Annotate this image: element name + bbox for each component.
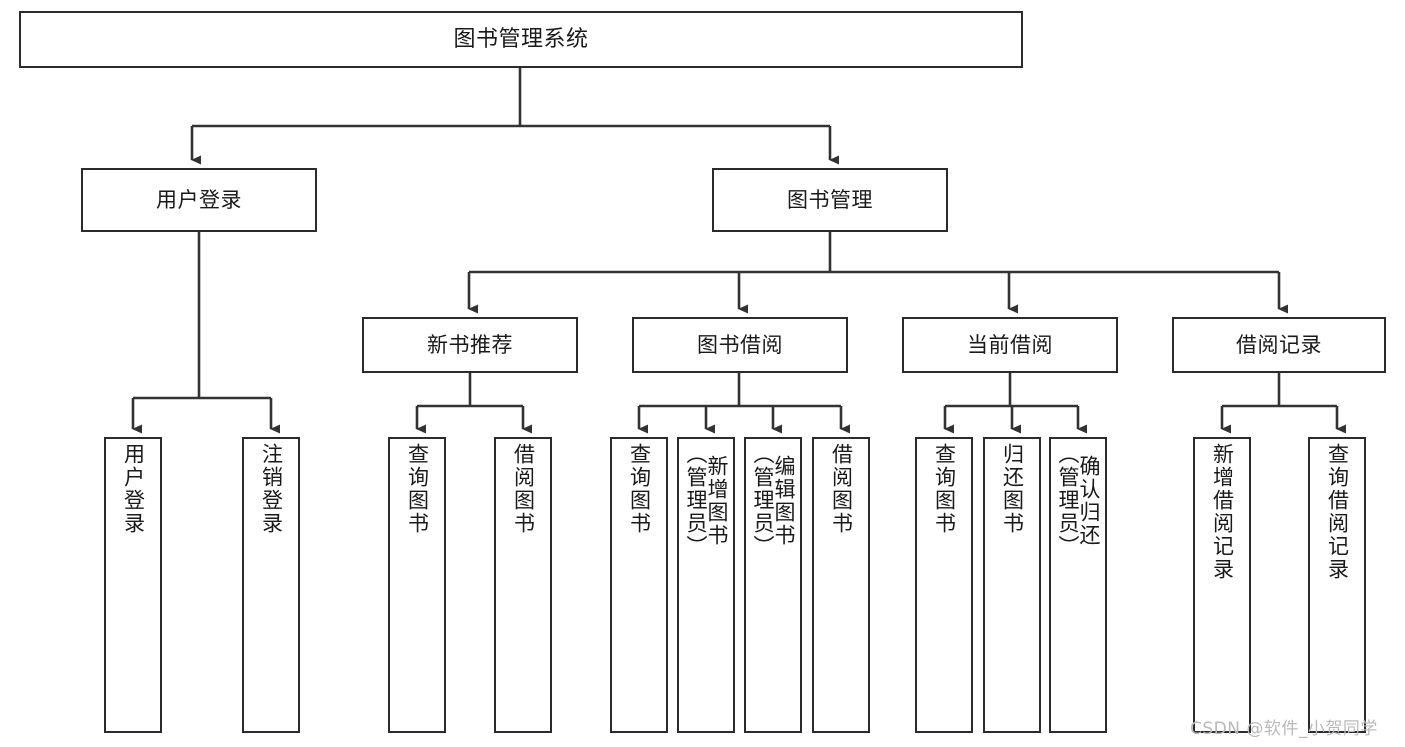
csdn-watermark: CSDN @软件_小贺同学 [1190, 719, 1378, 739]
node-book-borrow-label: 图书借阅 [697, 332, 783, 357]
leaf-recommend-borrow-book-label: 借阅图书 [511, 443, 536, 535]
leaf-borrow-add-book-admin-label: 新增图书 （管理员） [684, 443, 729, 558]
node-book-manage-label: 图书管理 [787, 187, 873, 212]
leaf-current-query-book-label: 查询图书 [932, 443, 957, 535]
node-borrow-record-label: 借阅记录 [1236, 332, 1322, 357]
node-root-system-label: 图书管理系统 [453, 26, 589, 52]
leaf-borrow-query-book[interactable]: 查询图书 [610, 437, 668, 733]
leaf-record-search-label: 查询借阅记录 [1325, 443, 1350, 581]
leaf-current-confirm-return-admin[interactable]: 确认归还 （管理员） [1049, 437, 1107, 733]
leaf-borrow-query-book-label: 查询图书 [627, 443, 652, 535]
node-current-borrow-label: 当前借阅 [967, 332, 1053, 357]
leaf-borrow-edit-book-admin-label: 编辑图书 （管理员） [751, 443, 796, 558]
leaf-record-add[interactable]: 新增借阅记录 [1193, 437, 1251, 733]
leaf-record-add-label: 新增借阅记录 [1210, 443, 1235, 581]
leaf-user-login[interactable]: 用户登录 [104, 437, 162, 733]
leaf-current-confirm-return-admin-label: 确认归还 （管理员） [1056, 443, 1101, 558]
node-user-login[interactable]: 用户登录 [81, 168, 317, 232]
leaf-borrow-lend-book-label: 借阅图书 [829, 443, 854, 535]
leaf-recommend-query-book-label: 查询图书 [405, 443, 430, 535]
leaf-borrow-add-book-admin[interactable]: 新增图书 （管理员） [677, 437, 735, 733]
node-borrow-record[interactable]: 借阅记录 [1172, 317, 1386, 373]
node-user-login-label: 用户登录 [156, 187, 242, 212]
leaf-record-search[interactable]: 查询借阅记录 [1308, 437, 1366, 733]
leaf-current-return-book[interactable]: 归还图书 [983, 437, 1041, 733]
node-root-system[interactable]: 图书管理系统 [19, 11, 1023, 68]
leaf-user-logout[interactable]: 注销登录 [242, 437, 300, 733]
leaf-user-login-label: 用户登录 [121, 443, 146, 535]
node-new-book-recommend[interactable]: 新书推荐 [362, 317, 578, 373]
node-book-borrow[interactable]: 图书借阅 [632, 317, 848, 373]
node-book-manage[interactable]: 图书管理 [712, 168, 948, 232]
leaf-recommend-borrow-book[interactable]: 借阅图书 [494, 437, 552, 733]
leaf-recommend-query-book[interactable]: 查询图书 [388, 437, 446, 733]
leaf-borrow-lend-book[interactable]: 借阅图书 [812, 437, 870, 733]
leaf-current-query-book[interactable]: 查询图书 [915, 437, 973, 733]
leaf-current-return-book-label: 归还图书 [1000, 443, 1025, 535]
leaf-borrow-edit-book-admin[interactable]: 编辑图书 （管理员） [744, 437, 802, 733]
leaf-user-logout-label: 注销登录 [259, 443, 284, 535]
node-current-borrow[interactable]: 当前借阅 [902, 317, 1118, 373]
node-new-book-recommend-label: 新书推荐 [427, 332, 513, 357]
